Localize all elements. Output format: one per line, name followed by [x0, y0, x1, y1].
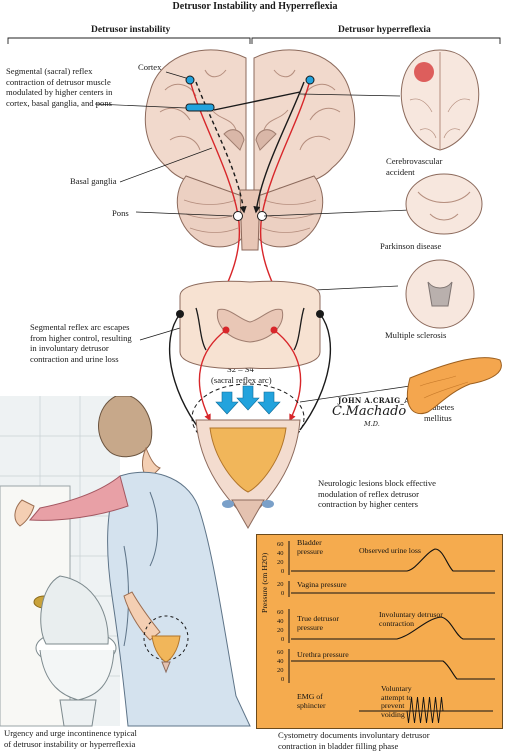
cystometry-label: Cystometry documents involuntary detruso…: [278, 730, 430, 751]
anatomy-illustration: [94, 49, 502, 530]
tick: 0: [281, 568, 285, 575]
tick: 0: [281, 636, 285, 643]
ms-label: Multiple sclerosis: [385, 330, 447, 340]
tick: 60: [277, 541, 284, 548]
urgency-label: Urgency and urge incontinence typical of…: [4, 728, 137, 749]
pancreas-icon: [406, 357, 502, 414]
cortex-label: Cortex: [138, 62, 162, 72]
tick: 20: [277, 581, 284, 588]
tick: 0: [281, 676, 285, 683]
y-axis-label: Pressure (cm H2O): [260, 552, 269, 613]
cystometry-traces: [288, 541, 495, 724]
toilet: [35, 575, 117, 727]
hand-on-wall: [14, 499, 35, 527]
basal-ganglia-label: Basal ganglia: [70, 176, 117, 186]
sacral-reflex-arc: [168, 313, 332, 431]
craig-signature: JOHN A.CRAIG_AD: [338, 396, 417, 405]
header-brackets: [7, 37, 501, 44]
hand-on-abdomen: [123, 591, 161, 641]
trace-emg-burst: [406, 696, 444, 724]
segmental-reflex-label: Segmental (sacral) reflex contraction of…: [6, 66, 113, 108]
trace-label-vagina: Vagina pressure: [297, 580, 347, 589]
md-signature: M.D.: [364, 420, 380, 428]
brain-coronal-section: [144, 49, 356, 251]
neuro-lesions-label: Neurologic lesions block effective modul…: [318, 478, 436, 509]
pons-node-left: [233, 211, 243, 221]
pressure-arrows: [215, 385, 281, 415]
annotation-urine-loss: Observed urine loss: [359, 546, 421, 555]
figure-title: Detrusor Instability and Hyperreflexia: [172, 1, 338, 12]
cva-label: Cerebrovascular accident: [386, 156, 443, 177]
cortex-node-left: [185, 75, 195, 85]
parkinson-midbrain-icon: [405, 173, 483, 235]
tick: 20: [277, 559, 284, 566]
tick: 60: [277, 649, 284, 656]
tick: 40: [277, 550, 284, 557]
woman-figure: [14, 396, 251, 727]
cva-brain-icon: [400, 49, 480, 151]
tick: 20: [277, 627, 284, 634]
trace-detrusor: [291, 616, 495, 640]
diabetes-label: Diabetes mellitus: [424, 402, 455, 423]
trace-urethra: [291, 660, 495, 680]
patient-illustration: [0, 396, 251, 727]
tick: 60: [277, 609, 284, 616]
bladder-pelvis: [191, 383, 305, 530]
machado-signature: C.Machado: [332, 404, 407, 419]
inset-bladder: [143, 615, 189, 674]
cortex-node-right: [305, 75, 315, 85]
header-detrusor-hyperreflexia: Detrusor hyperreflexia: [335, 25, 434, 35]
trace-bladder: [291, 548, 495, 572]
sacral-arc-label: (sacral reflex arc): [211, 375, 272, 385]
spinal-cord-section: [176, 280, 324, 369]
ms-spinal-cord-icon: [405, 259, 475, 329]
pons-label: Pons: [112, 208, 129, 218]
basal-ganglia-node: [185, 103, 215, 112]
segmental-escape-label: Segmental reflex arc escapes from higher…: [30, 322, 132, 364]
tick: 20: [277, 667, 284, 674]
header-detrusor-instability: Detrusor instability: [88, 25, 174, 35]
tick: 0: [281, 590, 285, 597]
trace-label-urethra: Urethra pressure: [297, 650, 349, 659]
tick: 40: [277, 618, 284, 625]
parkinson-label: Parkinson disease: [380, 241, 442, 251]
sacral-level-label: S2 – S4: [227, 364, 254, 374]
tick: 40: [277, 658, 284, 665]
